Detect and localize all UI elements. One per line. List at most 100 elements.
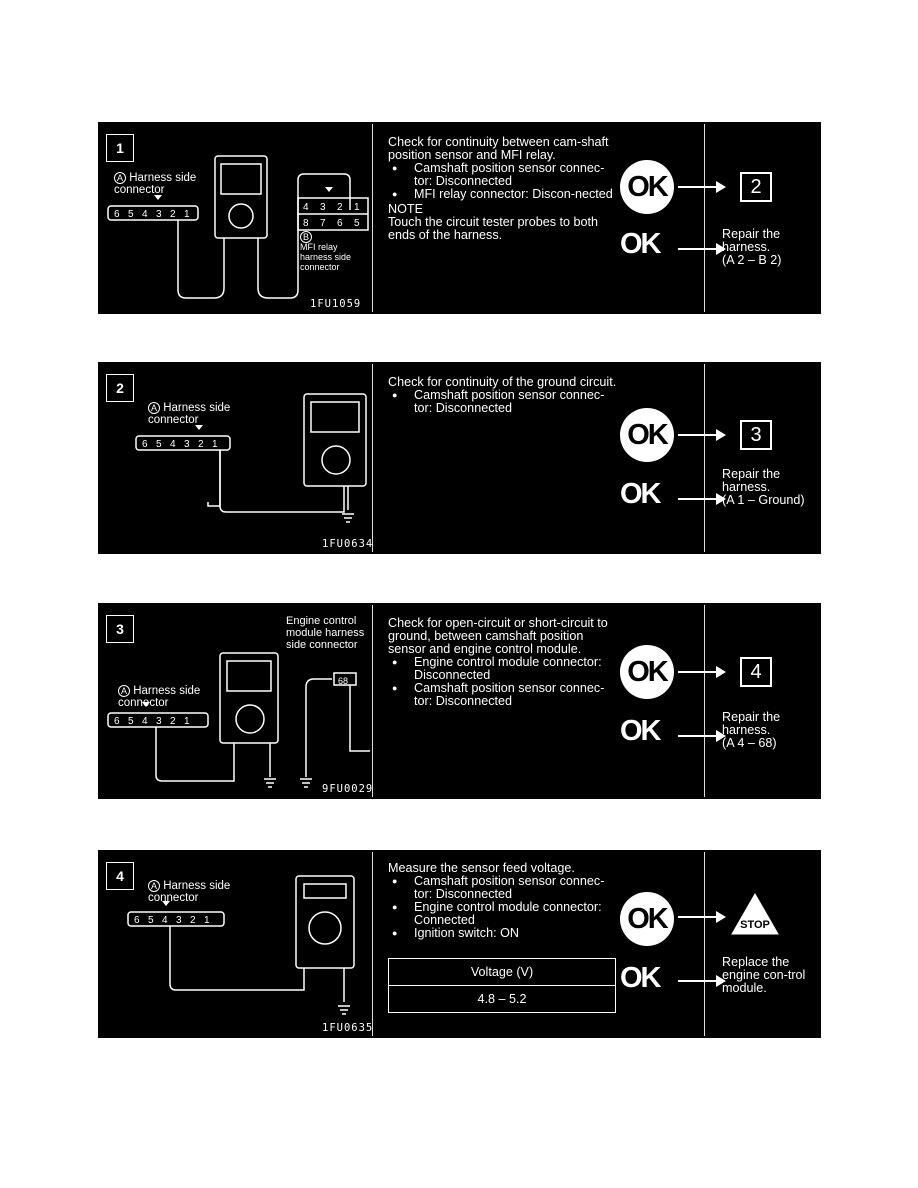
ok-icon: OK bbox=[620, 160, 674, 214]
svg-text:4: 4 bbox=[170, 439, 176, 450]
ng-result: Replace the engine con-trol module. bbox=[722, 955, 806, 995]
svg-text:4: 4 bbox=[162, 915, 168, 926]
check-bullet: Engine control module connector: Connect… bbox=[388, 901, 620, 927]
svg-text:1: 1 bbox=[184, 716, 190, 727]
svg-text:1: 1 bbox=[204, 915, 210, 926]
svg-text:3: 3 bbox=[156, 209, 162, 220]
ng-detail: (A 4 – 68) bbox=[722, 736, 777, 750]
check-bullet: Camshaft position sensor connec-tor: Dis… bbox=[388, 162, 620, 188]
svg-text:6: 6 bbox=[114, 209, 120, 220]
svg-text:6: 6 bbox=[142, 439, 148, 450]
svg-text:5: 5 bbox=[354, 218, 360, 229]
connector-a-mark: A bbox=[114, 172, 127, 184]
ng-result: Repair the harness. (A 4 – 68) bbox=[722, 711, 818, 750]
ng-icon: OK bbox=[620, 962, 661, 994]
ng-result: Repair the harness. (A 2 – B 2) bbox=[722, 228, 818, 267]
svg-text:4: 4 bbox=[142, 716, 148, 727]
check-title: Check for continuity between cam-shaft p… bbox=[388, 135, 609, 162]
figure-id: 1FU1059 bbox=[310, 298, 362, 310]
arrow-icon bbox=[678, 181, 726, 193]
svg-text:7: 7 bbox=[320, 218, 326, 229]
check-bullet: Engine control module connector: Disconn… bbox=[388, 656, 620, 682]
next-step-box: 2 bbox=[740, 172, 772, 202]
figure-id: 1FU0635 bbox=[322, 1022, 374, 1034]
check-title: Check for open-circuit or short-circuit … bbox=[388, 616, 608, 656]
connector-b-label: B MFI relay harness side connector bbox=[300, 231, 352, 272]
check-text: Check for continuity of the ground circu… bbox=[388, 376, 620, 415]
tester-dial bbox=[220, 163, 262, 195]
column-divider bbox=[372, 364, 373, 552]
connector-a-mark: A bbox=[148, 880, 161, 892]
svg-text:2: 2 bbox=[190, 915, 196, 926]
column-divider bbox=[704, 605, 705, 797]
note-body: Touch the circuit tester probes to both … bbox=[388, 215, 599, 242]
svg-text:5: 5 bbox=[128, 716, 134, 727]
ng-detail: (A 1 – Ground) bbox=[722, 493, 805, 507]
check-bullet: Camshaft position sensor connec-tor: Dis… bbox=[388, 389, 620, 415]
arrow-icon bbox=[678, 493, 726, 505]
svg-text:8: 8 bbox=[303, 218, 309, 229]
table-header: Voltage (V) bbox=[470, 965, 534, 979]
svg-text:2: 2 bbox=[170, 209, 176, 220]
ok-icon: OK bbox=[620, 645, 674, 699]
svg-text:3: 3 bbox=[320, 202, 326, 213]
ng-detail: (A 2 – B 2) bbox=[722, 253, 782, 267]
svg-text:2: 2 bbox=[337, 202, 343, 213]
svg-text:2: 2 bbox=[198, 439, 204, 450]
ecm-connector-label: Engine control module harness side conne… bbox=[286, 615, 365, 651]
column-divider bbox=[704, 124, 705, 312]
svg-text:3: 3 bbox=[184, 439, 190, 450]
check-bullet: Ignition switch: ON bbox=[388, 927, 620, 941]
svg-text:1: 1 bbox=[184, 209, 190, 220]
figure-id: 1FU0634 bbox=[322, 538, 374, 550]
svg-text:5: 5 bbox=[148, 915, 154, 926]
arrow-icon bbox=[678, 429, 726, 441]
connector-a-mark: A bbox=[148, 402, 161, 414]
svg-text:1: 1 bbox=[212, 439, 218, 450]
arrow-icon bbox=[678, 730, 726, 742]
connector-a-label: A Harness side connector bbox=[148, 880, 231, 904]
next-step-box: 3 bbox=[740, 420, 772, 450]
check-text: Measure the sensor feed voltage. Camshaf… bbox=[388, 861, 620, 941]
column-divider bbox=[372, 852, 373, 1036]
note-head: NOTE bbox=[388, 202, 423, 216]
check-bullet: Camshaft position sensor connec-tor: Dis… bbox=[388, 875, 620, 901]
svg-text:4: 4 bbox=[303, 202, 309, 213]
step-number: 4 bbox=[106, 862, 134, 890]
svg-text:4: 4 bbox=[142, 209, 148, 220]
connector-a-label: A Harness side connector bbox=[118, 685, 201, 709]
svg-text:3: 3 bbox=[176, 915, 182, 926]
step-number: 3 bbox=[106, 615, 134, 643]
tester-body bbox=[214, 155, 268, 239]
connector-a-label: A Harness side connector bbox=[114, 172, 197, 196]
check-title: Check for continuity of the ground circu… bbox=[388, 375, 617, 389]
ng-icon: OK bbox=[620, 228, 661, 260]
voltage-table: Voltage (V) 4.8 – 5.2 bbox=[388, 958, 616, 1013]
svg-text:3: 3 bbox=[156, 716, 162, 727]
svg-text:6: 6 bbox=[134, 915, 140, 926]
column-divider bbox=[704, 364, 705, 552]
check-bullet: MFI relay connector: Discon-nected bbox=[388, 188, 620, 202]
check-title: Measure the sensor feed voltage. bbox=[388, 861, 575, 875]
svg-text:6: 6 bbox=[114, 716, 120, 727]
ok-icon: OK bbox=[620, 892, 674, 946]
arrow-icon bbox=[678, 666, 726, 678]
svg-text:5: 5 bbox=[128, 209, 134, 220]
connector-a-mark: A bbox=[118, 685, 131, 697]
column-divider bbox=[372, 605, 373, 797]
column-divider bbox=[372, 124, 373, 312]
figure-id: 9FU0029 bbox=[322, 783, 374, 795]
step-number: 2 bbox=[106, 374, 134, 402]
svg-text:6: 6 bbox=[337, 218, 343, 229]
svg-text:1: 1 bbox=[354, 202, 360, 213]
